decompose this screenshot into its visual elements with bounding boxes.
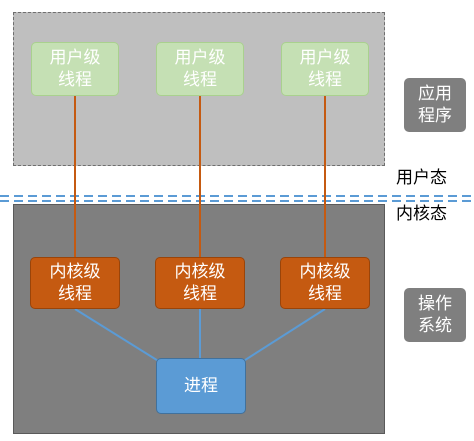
process-box: 进程 xyxy=(156,358,246,414)
kernel-thread-2: 内核级 线程 xyxy=(155,257,245,309)
process-link-1 xyxy=(74,308,161,363)
kernel-thread-3: 内核级 线程 xyxy=(280,257,370,309)
user-thread-1: 用户级 线程 xyxy=(31,42,119,96)
process-link-3 xyxy=(241,308,326,363)
operating-system-label: 操作 系统 xyxy=(404,288,466,342)
kernel-thread-1: 内核级 线程 xyxy=(30,257,120,309)
application-label: 应用 程序 xyxy=(404,78,466,132)
user-thread-3: 用户级 线程 xyxy=(281,42,369,96)
kernel-mode-label: 内核态 xyxy=(396,204,447,224)
user-mode-label: 用户态 xyxy=(396,168,447,188)
user-thread-2: 用户级 线程 xyxy=(156,42,244,96)
